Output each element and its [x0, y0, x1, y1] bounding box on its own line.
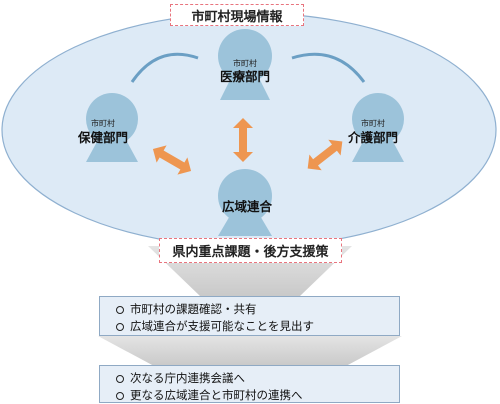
arc-right [291, 52, 366, 83]
person-care [352, 93, 404, 162]
issues-label: 県内重点課題・後方支援策 [159, 238, 342, 263]
node-care-name: 介護部門 [347, 130, 398, 145]
person-regional [218, 169, 272, 236]
result-box-2-item: 更なる広域連合と市町村の連携へ [116, 387, 399, 404]
circle-bullet-icon [116, 374, 124, 383]
double-arrow-vertical [233, 118, 253, 162]
result-box-1-item-text: 広域連合が支援可能なことを見出す [130, 319, 314, 333]
node-health-prefix: 市町村 [91, 118, 115, 128]
result-box-1-item: 市町村の課題確認・共有 [116, 301, 399, 318]
funnel-lower [98, 336, 402, 366]
result-box-2: 次なる庁内連携会議へ 更なる広域連合と市町村の連携へ [99, 365, 400, 403]
issues-label-text: 県内重点課題・後方支援策 [172, 245, 329, 260]
result-box-2-item: 次なる庁内連携会議へ [116, 370, 399, 387]
result-box-1-item-text: 市町村の課題確認・共有 [130, 302, 257, 316]
circle-bullet-icon [116, 305, 124, 314]
top-label: 市町村現場情報 [170, 4, 304, 26]
node-regional-name: 広域連合 [222, 199, 273, 214]
node-medical-prefix: 市町村 [233, 58, 257, 68]
top-label-text: 市町村現場情報 [191, 9, 283, 25]
person-health [86, 93, 138, 162]
result-box-2-item-text: 次なる庁内連携会議へ [130, 371, 245, 385]
node-health-name: 保健部門 [77, 130, 128, 145]
result-box-1: 市町村の課題確認・共有 広域連合が支援可能なことを見出す [99, 296, 400, 336]
result-box-1-item: 広域連合が支援可能なことを見出す [116, 318, 399, 335]
person-medical [218, 29, 272, 100]
node-care-prefix: 市町村 [361, 118, 385, 128]
double-arrow-left [152, 145, 192, 175]
node-medical-name: 医療部門 [220, 69, 270, 84]
double-arrow-right [307, 139, 343, 171]
circle-bullet-icon [116, 391, 124, 400]
arc-left [130, 52, 199, 83]
result-box-2-item-text: 更なる広域連合と市町村の連携へ [130, 388, 303, 402]
circle-bullet-icon [116, 322, 124, 331]
